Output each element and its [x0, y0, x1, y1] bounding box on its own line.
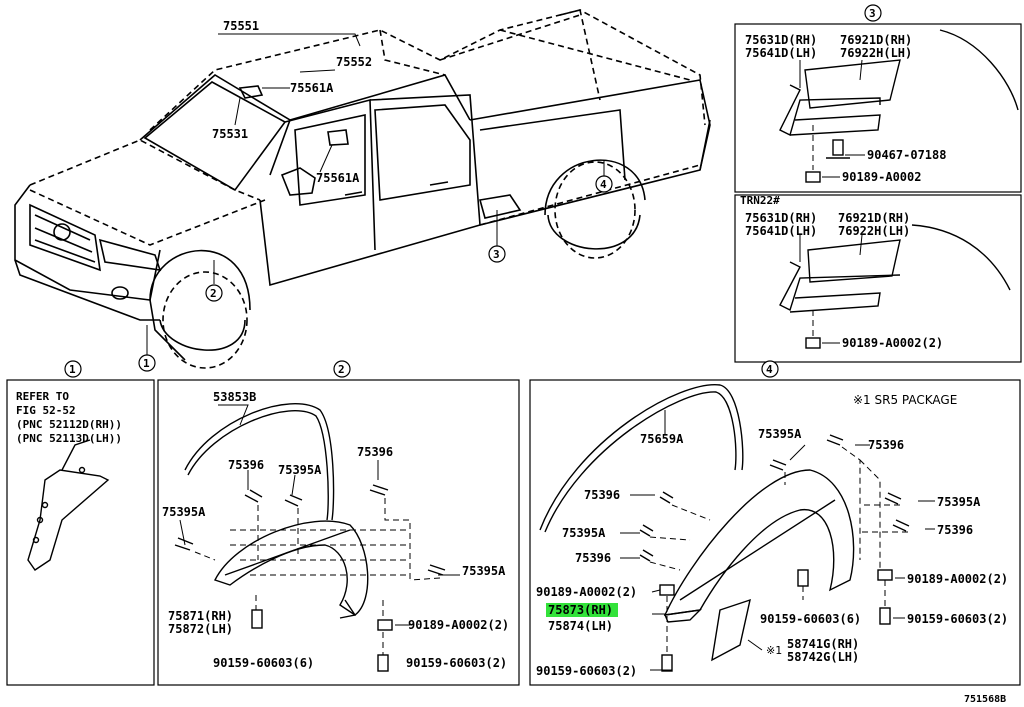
p3-90189-a0002-2: 90189-A0002(2): [842, 336, 943, 350]
p4-highlight: [546, 603, 618, 617]
p3-90467-07188: 90467-07188: [867, 148, 946, 162]
svg-text:1: 1: [143, 357, 150, 370]
p4-75659a: 75659A: [640, 432, 684, 446]
p3-76921d-rh: 76921D(RH): [840, 33, 912, 47]
svg-text:1: 1: [69, 363, 76, 376]
p4-note-marker: ※1: [766, 644, 782, 657]
panel-3-title: 3: [864, 4, 882, 22]
p4-90189-a0002-2-b: 90189-A0002(2): [907, 572, 1008, 586]
callout-2: 2: [205, 284, 223, 302]
p4-75395a-c: 75395A: [562, 526, 606, 540]
p3-75641d-lh: 75641D(LH): [745, 46, 817, 60]
svg-text:2: 2: [210, 287, 217, 300]
svg-text:3: 3: [493, 248, 500, 261]
p4-75395a-a: 75395A: [758, 427, 802, 441]
p2-75871-rh: 75871(RH): [168, 609, 233, 623]
p4-75396-d: 75396: [575, 551, 611, 565]
panel-1-title: 1: [64, 360, 82, 378]
p3-76922h-lh: 76922H(LH): [840, 46, 912, 60]
p4-75874-lh: 75874(LH): [548, 619, 613, 633]
p3-75631d-rh: 75631D(RH): [745, 33, 817, 47]
p3-76921d-rh-b: 76921D(RH): [838, 211, 910, 225]
p2-75396-a: 75396: [228, 458, 264, 472]
callout-1: 1: [138, 354, 156, 372]
p2-75395a-a: 75395A: [278, 463, 322, 477]
label-75531: 75531: [212, 127, 248, 141]
label-75552: 75552: [336, 55, 372, 69]
p2-90189-a0002-2: 90189-A0002(2): [408, 618, 509, 632]
p4-58741g-rh: 58741G(RH): [787, 637, 859, 651]
label-75551: 75551: [223, 19, 259, 33]
truck-illustration: [14, 9, 711, 369]
p2-53853b: 53853B: [213, 390, 256, 404]
p1-pnc-rh: (PNC 52112D(RH)): [16, 418, 122, 431]
p3-90189-a0002: 90189-A0002: [842, 170, 921, 184]
p4-90189-a0002-2-a: 90189-A0002(2): [536, 585, 637, 599]
p4-90159-60603-6: 90159-60603(6): [760, 612, 861, 626]
label-75561a-mid: 75561A: [316, 171, 360, 185]
p4-75396-b: 75396: [584, 488, 620, 502]
svg-text:3: 3: [869, 7, 876, 20]
p3-variant-trn22: TRN22#: [740, 194, 780, 207]
panel-2-title: 2: [333, 360, 351, 378]
p2-90159-60603-2: 90159-60603(2): [406, 656, 507, 670]
p3-75641d-lh-b: 75641D(LH): [745, 224, 817, 238]
p3-76922h-lh-b: 76922H(LH): [838, 224, 910, 238]
p2-75395a-c: 75395A: [462, 564, 506, 578]
panel-1: 1 REFER TO FIG 52-52 (PNC 52112D(RH)) (P…: [6, 360, 155, 686]
figure-id: 751568B: [964, 694, 1006, 705]
callout-4: 4: [595, 175, 613, 193]
p4-90159-60603-2-b: 90159-60603(2): [536, 664, 637, 678]
p4-75395a-b: 75395A: [937, 495, 981, 509]
svg-text:2: 2: [338, 363, 345, 376]
panel-4-title: 4: [761, 360, 779, 378]
p2-75396-b: 75396: [357, 445, 393, 459]
p4-90159-60603-2-a: 90159-60603(2): [907, 612, 1008, 626]
p4-58742g-lh: 58742G(LH): [787, 650, 859, 664]
p2-90159-60603-6: 90159-60603(6): [213, 656, 314, 670]
p4-75396-c: 75396: [937, 523, 973, 537]
p4-75873-rh: 75873(RH): [548, 603, 613, 617]
main-leaders: [146, 33, 605, 355]
label-75561a-top: 75561A: [290, 81, 334, 95]
panel-2: 2 538: [157, 360, 520, 686]
p1-pnc-lh: (PNC 52113D(LH)): [16, 432, 122, 445]
p2-parts: [174, 403, 446, 672]
p3-75631d-rh-b: 75631D(RH): [745, 211, 817, 225]
panel-3: 3 75631D(RH): [734, 4, 1022, 363]
callout-3: 3: [488, 245, 506, 263]
p2-75872-lh: 75872(LH): [168, 622, 233, 636]
p1-fig: FIG 52-52: [16, 404, 76, 417]
p4-parts: [539, 384, 910, 672]
p4-75396-a: 75396: [868, 438, 904, 452]
p1-mudguard: [27, 439, 110, 571]
svg-text:4: 4: [600, 178, 607, 191]
p4-sr5-note: ※1 SR5 PACKAGE: [853, 393, 957, 407]
svg-text:4: 4: [766, 363, 773, 376]
panel-4: 4: [529, 360, 1021, 686]
p2-75395a-b: 75395A: [162, 505, 206, 519]
p1-refer-to: REFER TO: [16, 390, 69, 403]
